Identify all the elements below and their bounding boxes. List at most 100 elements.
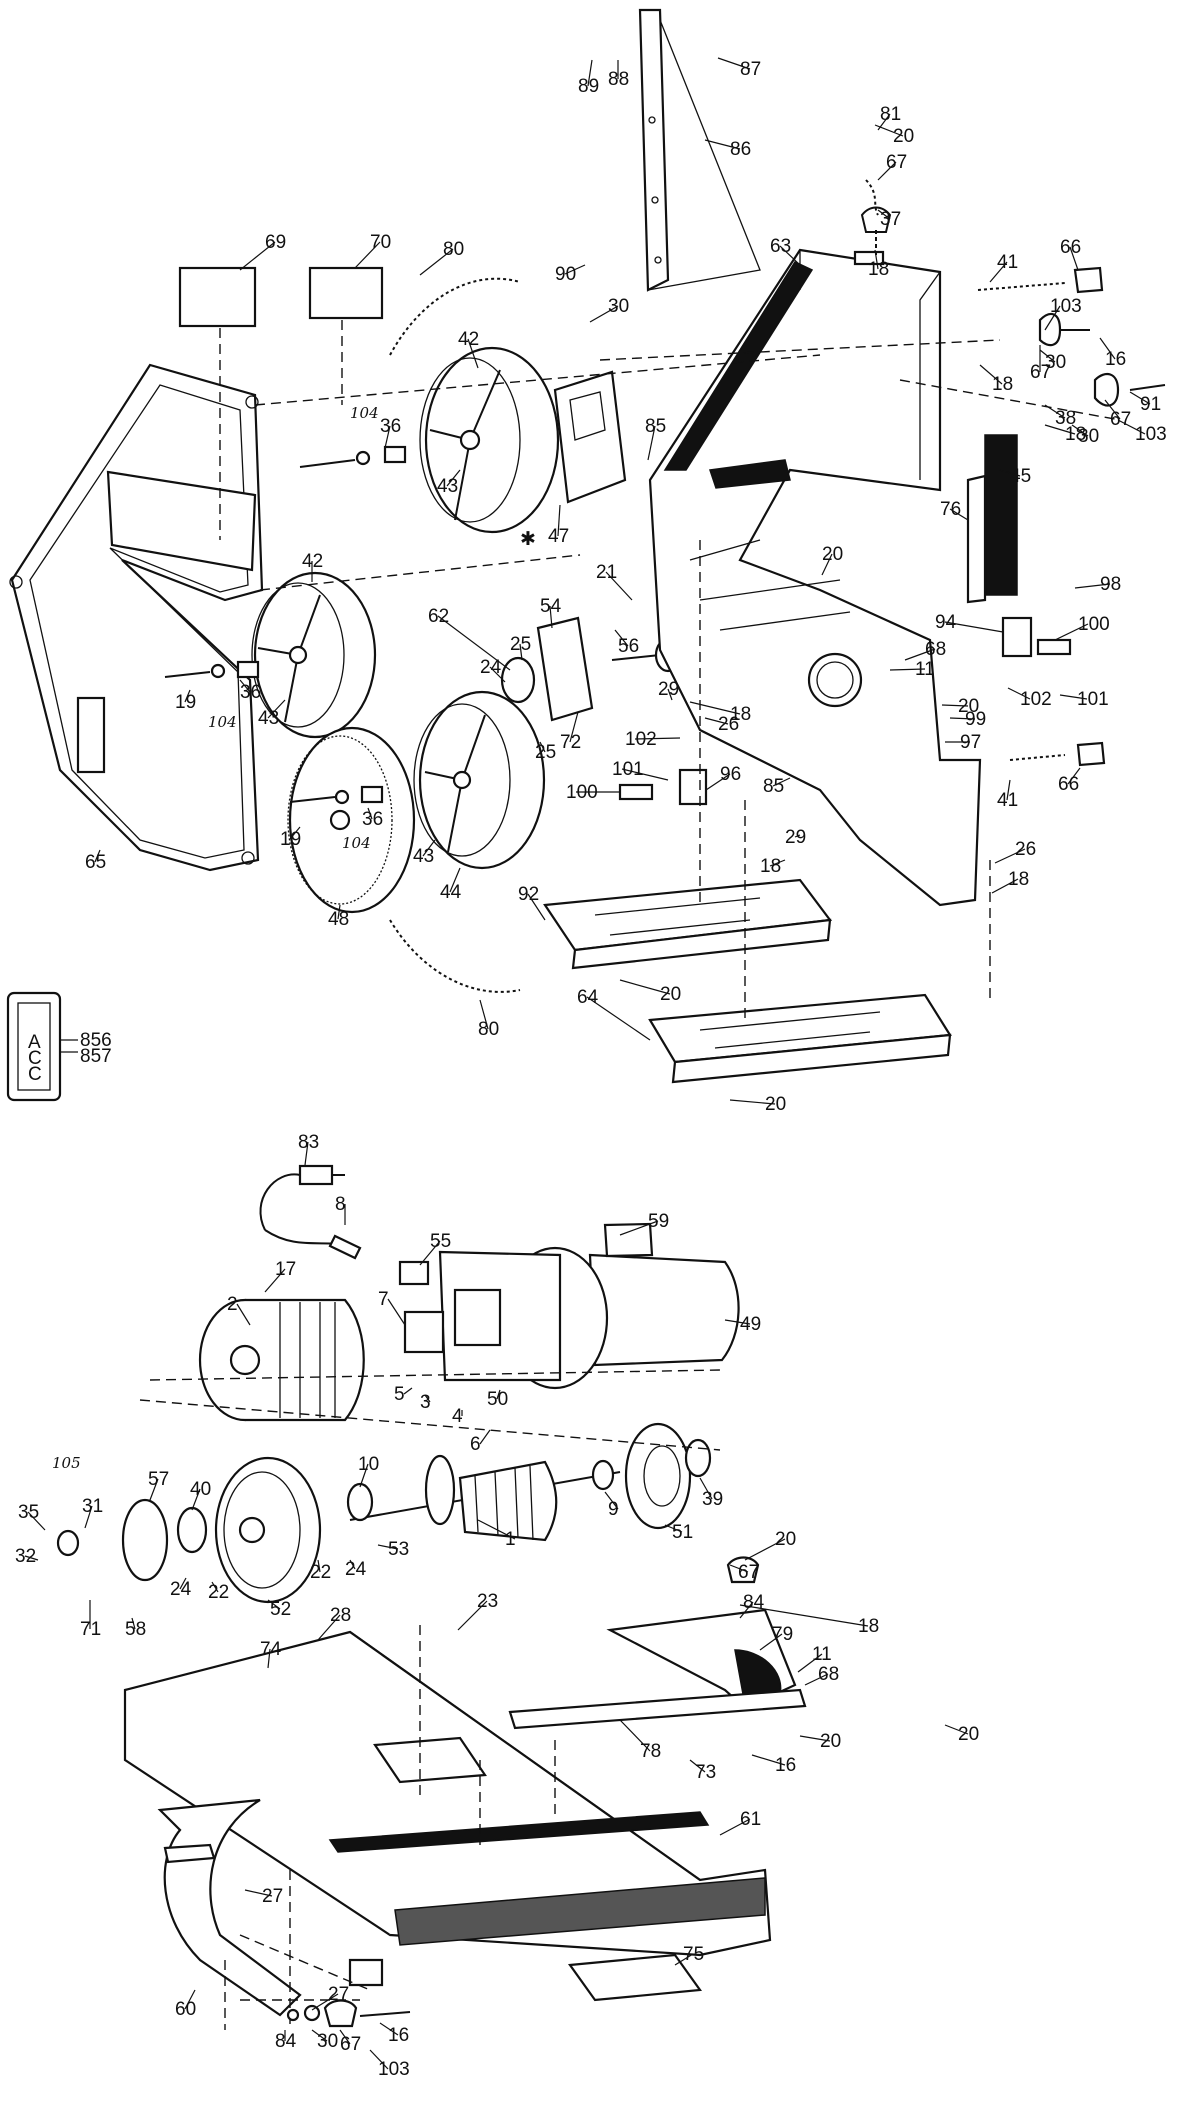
part-callout-49: 49 [740,1314,761,1335]
end-bracket [214,1456,374,1604]
blade-guides [618,616,1072,806]
leader-line [27,1511,46,1531]
part-callout-5: 5 [394,1384,405,1405]
part-callout-67: 67 [1110,409,1131,430]
part-callout-55: 55 [430,1231,451,1252]
left-fasteners [164,445,407,805]
leader-line [944,1724,969,1735]
leader-line [1117,419,1146,435]
part-callout-42: 42 [458,329,479,350]
leader-line [539,741,546,753]
part-callout-18: 18 [858,1616,879,1637]
saw-blade-top [389,277,521,356]
leader-line [804,1673,829,1686]
part-callout-71: 71 [80,1619,101,1640]
leader-line [877,161,897,181]
leader-line [729,1564,749,1573]
throat-plate [567,1953,703,2002]
leader-line [994,848,1026,864]
part-callout-61: 61 [740,1809,761,1830]
part-callout-30: 30 [608,296,629,317]
leader-line [717,57,751,70]
part-callout-84: 84 [275,2031,297,2052]
leader-line [1129,391,1151,405]
part-callout-32: 32 [15,1546,36,1567]
leader-line [419,1240,441,1266]
part-callout-29: 29 [785,827,806,848]
upper-assembly-lines [254,339,1121,1020]
part-callout-90: 90 [555,264,576,285]
leader-line [904,648,936,661]
miter-gauge [508,1608,807,1730]
leader-line [605,571,633,601]
drive-wheel-44 [413,690,546,870]
part-callout-96: 96 [720,764,741,785]
part-callout-25: 25 [535,742,556,763]
part-callout-30: 30 [317,2031,338,2052]
part-callout-23: 23 [477,1591,498,1612]
part-callout-20: 20 [822,544,843,565]
switch-55 [398,1260,430,1286]
leader-line [1067,767,1081,785]
legend-code: 856 [80,1030,112,1051]
leader-line [311,2029,328,2042]
part-callout-88: 88 [608,69,629,90]
part-callout-8: 8 [335,1194,346,1215]
part-callout-85: 85 [645,416,666,437]
leader-line [367,807,373,820]
leader-line [211,1581,219,1593]
part-callout-67: 67 [340,2034,361,2055]
leader-line [751,1754,786,1766]
callout-labels: 1234567891011111616161718181818181818191… [15,57,1167,2080]
part-callout-35: 35 [18,1502,39,1523]
part-callout-18: 18 [1008,869,1029,890]
leader-line [317,1614,341,1641]
part-callout-16: 16 [1105,349,1126,370]
leader-line [446,469,461,487]
part-callout-36: 36 [362,809,383,830]
warning-labels [178,266,384,540]
leader-line [304,1141,309,1166]
leader-line [489,666,506,683]
part-callout-43: 43 [437,476,458,497]
part-callout-84: 84 [743,1592,765,1613]
leader-line [739,1601,754,1619]
leader-line [131,1617,136,1630]
leader-line [699,1477,713,1500]
blade-guide-post [638,8,761,292]
leader-line [799,1735,831,1742]
part-callout-20: 20 [958,696,979,717]
leader-line [999,469,1021,477]
part-callout-103: 103 [1135,424,1167,445]
leader-line [589,305,619,323]
leader-line [1006,779,1011,801]
leader-line [619,1220,659,1236]
part-callout-31: 31 [82,1496,103,1517]
part-callout-64: 64 [577,987,599,1008]
leader-line [24,1555,39,1561]
lower-knob [286,1556,760,2028]
part-callout-65: 65 [85,852,106,873]
part-callout-58: 58 [125,1619,146,1640]
leader-line [586,996,651,1041]
part-callout-99: 99 [965,709,986,730]
part-callout-68: 68 [818,1664,839,1685]
part-callout-53: 53 [388,1539,409,1560]
part-callout-67: 67 [1030,362,1051,383]
leader-line [419,248,454,276]
leader-line [719,1818,751,1836]
leader-line [377,1544,399,1550]
leader-line [724,1319,751,1325]
motor-housing [438,1222,740,1390]
part-callout-66: 66 [1058,774,1079,795]
part-callout-10: 10 [358,1454,379,1475]
part-callout-92: 92 [518,884,539,905]
leader-line [877,209,891,220]
part-callout-9: 9 [608,1499,619,1520]
leader-line [1069,246,1079,271]
leader-line [191,1488,201,1511]
part-callout-30: 30 [1045,352,1066,373]
part-callout-43: 43 [258,708,279,729]
part-callout-51: 51 [672,1522,693,1543]
leader-line [479,999,489,1030]
